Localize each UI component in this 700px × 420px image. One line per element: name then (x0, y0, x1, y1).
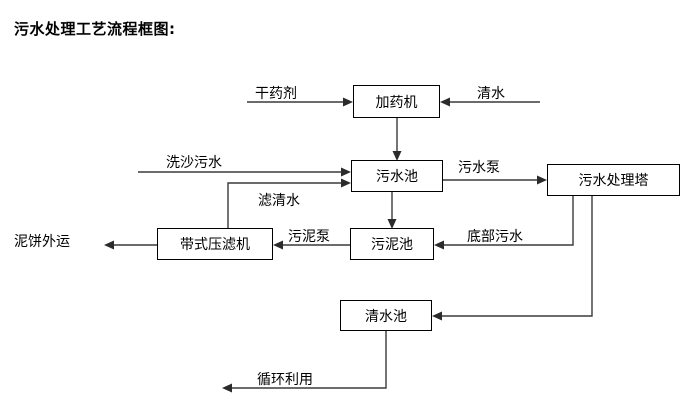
page-title: 污水处理工艺流程框图: (14, 20, 176, 38)
edge-label-bottom-sewage: 底部污水 (467, 229, 523, 245)
arrowhead-dry-reagent (343, 97, 353, 107)
terminal-mud-cake-out: 泥饼外运 (14, 234, 70, 250)
arrowhead-bottom-sewage (434, 240, 444, 250)
arrowhead-sludge-pump (273, 240, 283, 250)
node-belt-filter-press[interactable]: 带式压滤机 (157, 228, 273, 260)
arrowhead-recycle (222, 383, 232, 393)
wire-filtered-water-return (227, 182, 347, 228)
node-treatment-tower[interactable]: 污水处理塔 (547, 164, 680, 196)
terminal-dry-reagent: 干药剂 (255, 86, 297, 102)
edge-label-filtered-clear-water: 滤清水 (258, 193, 300, 209)
arrowhead-clean-water (440, 97, 450, 107)
arrowhead-mudcake (104, 240, 114, 250)
node-sewage-pool[interactable]: 污水池 (351, 160, 443, 192)
wire-tower-to-clear-water-pool (436, 196, 593, 317)
arrowhead-sewage-pump (537, 175, 547, 185)
wire-bottom-sewage-to-sludge-pool (438, 196, 574, 246)
arrowhead-sewage-to-sludge (387, 219, 397, 229)
arrowhead-sandwash (341, 167, 351, 177)
edge-label-sludge-pump: 污泥泵 (288, 229, 330, 245)
node-sludge-pool[interactable]: 污泥池 (350, 228, 434, 260)
arrowhead-filtered-water (341, 178, 351, 188)
arrowhead-tower-to-clear (432, 311, 442, 321)
terminal-clean-water: 清水 (477, 86, 505, 102)
wire-clear-water-to-recycle (226, 331, 387, 389)
arrowhead-dosing-down (392, 151, 402, 161)
node-dosing-machine[interactable]: 加药机 (353, 85, 440, 118)
node-clear-water-pool[interactable]: 清水池 (340, 300, 432, 331)
terminal-recycle-use: 循环利用 (257, 372, 313, 388)
edge-label-sewage-pump: 污水泵 (458, 160, 500, 176)
terminal-sand-wash-sewage: 洗沙污水 (166, 155, 222, 171)
